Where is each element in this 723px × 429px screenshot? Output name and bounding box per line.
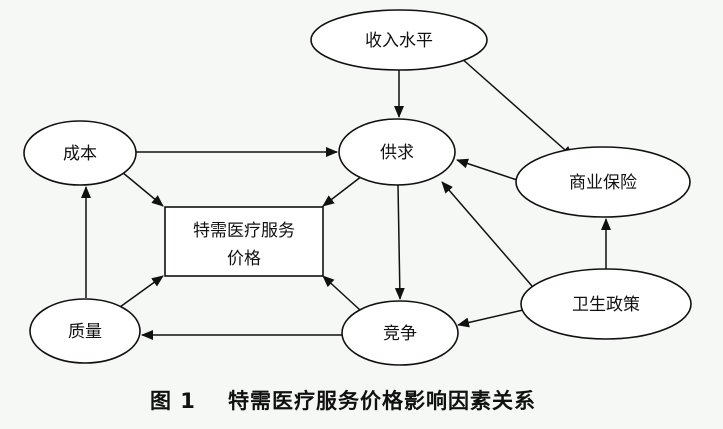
node-supply-label: 供求 bbox=[380, 143, 414, 163]
edge-income-to-insurance bbox=[459, 56, 574, 158]
edge-competition-to-price bbox=[322, 275, 361, 311]
node-supply: 供求 bbox=[338, 118, 456, 186]
edge-cost-to-price bbox=[121, 171, 164, 207]
node-insurance: 商业保险 bbox=[515, 146, 691, 218]
node-quality: 质量 bbox=[29, 298, 141, 364]
node-insurance-label: 商业保险 bbox=[569, 173, 637, 193]
edge-policy-to-supply bbox=[441, 181, 533, 287]
edge-policy-to-competition bbox=[457, 309, 524, 328]
edge-insurance-to-supply bbox=[456, 158, 518, 181]
node-policy-label: 卫生政策 bbox=[572, 295, 640, 315]
figure-caption-title: 特需医疗服务价格影响因素关系 bbox=[228, 389, 536, 413]
node-quality-label: 质量 bbox=[68, 322, 102, 342]
node-cost: 成本 bbox=[23, 120, 137, 186]
edge-supply-to-competition bbox=[394, 184, 405, 300]
node-price-label-line1: 特需医疗服务 bbox=[193, 221, 295, 241]
node-policy: 卫生政策 bbox=[520, 268, 692, 340]
node-competition: 竞争 bbox=[341, 300, 459, 366]
edge-quality-to-price bbox=[119, 275, 164, 308]
node-price: 特需医疗服务 价格 bbox=[164, 206, 324, 277]
node-cost-label: 成本 bbox=[63, 144, 97, 164]
node-price-label-line2: 价格 bbox=[227, 249, 261, 269]
edge-layer bbox=[81, 56, 611, 340]
figure-caption-label: 图 1 bbox=[150, 389, 196, 413]
node-income-label: 收入水平 bbox=[365, 31, 433, 51]
node-competition-label: 竞争 bbox=[383, 324, 417, 344]
edge-supply-to-price bbox=[322, 175, 363, 207]
node-income: 收入水平 bbox=[310, 9, 488, 71]
